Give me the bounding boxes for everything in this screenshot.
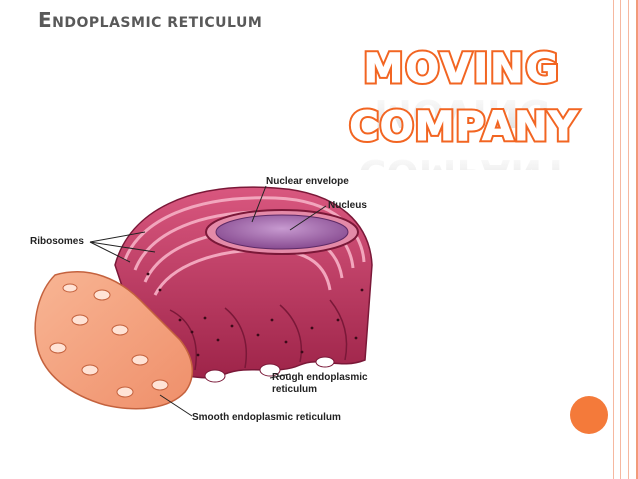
smooth-er-tube xyxy=(49,342,67,354)
right-frame-line-2 xyxy=(620,0,621,479)
nucleus-structure xyxy=(205,209,359,255)
leader-rough-er xyxy=(269,373,291,379)
ribosome-dot xyxy=(336,318,340,322)
leader-ribosomes-2 xyxy=(89,231,146,243)
label-smooth-er: Smooth endoplasmic reticulum xyxy=(192,412,341,423)
ribosome-dot xyxy=(360,288,364,292)
title-initial: E xyxy=(38,8,53,32)
ribosome-dot xyxy=(354,336,358,340)
smooth-er-tube xyxy=(131,354,149,366)
ribosome-dots xyxy=(146,272,364,357)
smooth-er-tube xyxy=(93,289,111,301)
smooth-er-body xyxy=(34,271,194,410)
right-frame-line-3 xyxy=(628,0,629,479)
label-ribosomes: Ribosomes xyxy=(30,236,84,247)
ribosome-dot xyxy=(284,340,288,344)
ribosome-dot xyxy=(310,326,314,330)
leader-nuclear-envelope xyxy=(251,185,267,223)
ribosome-dot xyxy=(203,316,207,320)
rough-er-wall-2 xyxy=(224,307,247,369)
smooth-er-tube xyxy=(116,386,134,398)
wordart-line1: MOVING xyxy=(364,46,561,92)
nucleus-shape xyxy=(215,214,349,250)
label-nuclear-envelope: Nuclear envelope xyxy=(266,176,349,187)
smooth-er-structure xyxy=(34,271,194,410)
leader-smooth-er xyxy=(159,394,193,417)
label-rough-er-line2: reticulum xyxy=(272,384,317,395)
ribosome-dot xyxy=(178,318,182,322)
leader-ribosomes-1 xyxy=(89,241,131,263)
smooth-er-tube xyxy=(111,324,129,336)
rough-er-pore-2 xyxy=(259,363,281,377)
ribosome-dot xyxy=(256,333,260,337)
label-nucleus: Nucleus xyxy=(328,200,367,211)
leader-ribosomes-3 xyxy=(89,241,156,253)
rough-er-wall-4 xyxy=(329,299,348,361)
ribosome-dot xyxy=(230,324,234,328)
accent-circle xyxy=(570,396,608,434)
rough-er-pore-3 xyxy=(315,356,335,368)
title-rest: NDOPLASMIC RETICULUM xyxy=(52,15,263,31)
smooth-er-tube xyxy=(81,364,99,376)
moving-company-wordart: MOVING COMPANY MOVING MOVING COMPANY COM… xyxy=(347,44,580,171)
ribosome-dot xyxy=(190,330,194,334)
wordart-line1-inner: MOVING xyxy=(364,46,561,92)
er-diagram: Nuclear envelope Nucleus Ribosomes Rough… xyxy=(30,176,373,423)
wordart-line1-reflection: MOVING xyxy=(374,91,550,135)
label-rough-er-line1: Rough endoplasmic xyxy=(272,372,368,383)
ribosome-dot xyxy=(300,350,304,354)
wordart-line2: COMPANY xyxy=(349,104,578,150)
ribosome-dot xyxy=(270,318,274,322)
leader-nucleus xyxy=(289,205,327,231)
smooth-er-tube xyxy=(62,283,78,293)
slide-title: ENDOPLASMIC RETICULUM xyxy=(38,8,262,32)
wordart-line2-inner: COMPANY xyxy=(349,104,578,150)
ribosome-dot xyxy=(146,272,150,276)
rough-er-wall-3 xyxy=(279,304,302,363)
wordart-line2-reflection: COMPANY xyxy=(358,151,570,170)
smooth-er-tube xyxy=(151,379,169,391)
right-edge-bar xyxy=(636,0,638,479)
ribosome-dot xyxy=(158,288,162,292)
right-frame-line-1 xyxy=(613,0,614,479)
smooth-er-tube xyxy=(71,314,89,326)
ribosome-dot xyxy=(216,338,220,342)
label-leaders xyxy=(89,185,327,417)
rough-er-pore-1 xyxy=(204,369,226,383)
ribosome-dot xyxy=(196,353,200,357)
